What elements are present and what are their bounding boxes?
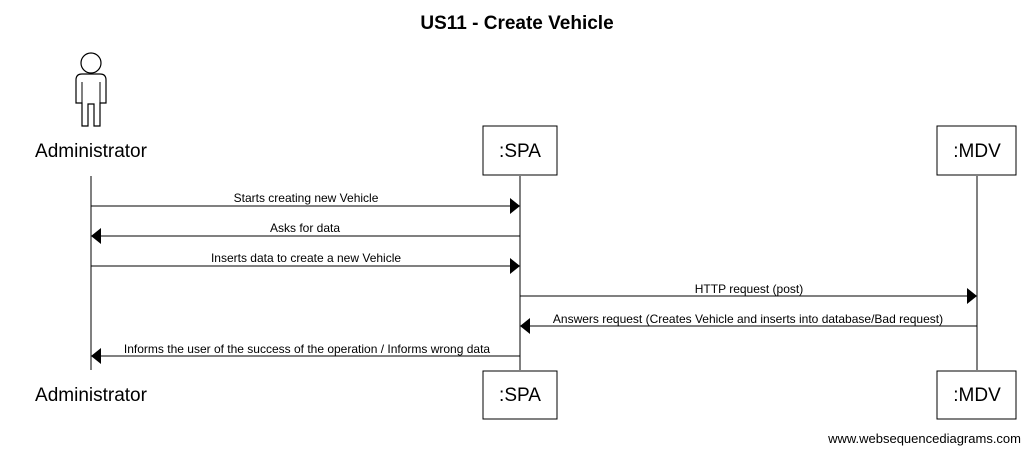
message-inserts-data: Inserts data to create a new Vehicle bbox=[91, 251, 520, 274]
message-label: Starts creating new Vehicle bbox=[234, 191, 379, 205]
participant-mdv-bottom-label: :MDV bbox=[953, 385, 1001, 406]
participant-mdv-top-label: :MDV bbox=[953, 141, 1001, 162]
watermark-text: www.websequencediagrams.com bbox=[827, 431, 1021, 446]
participant-administrator-top: Administrator bbox=[35, 141, 148, 162]
participant-spa-bottom-label: :SPA bbox=[499, 385, 541, 406]
arrow-head-left-icon bbox=[91, 228, 101, 244]
message-informs-user: Informs the user of the success of the o… bbox=[91, 342, 520, 364]
participant-spa-top: :SPA bbox=[482, 125, 558, 176]
diagram-title: US11 - Create Vehicle bbox=[420, 13, 613, 34]
participant-spa-top-label: :SPA bbox=[499, 141, 541, 162]
message-label: Asks for data bbox=[270, 221, 340, 235]
arrow-head-left-icon bbox=[91, 348, 101, 364]
message-starts-creating: Starts creating new Vehicle bbox=[91, 191, 520, 214]
participant-mdv-top: :MDV bbox=[936, 125, 1017, 176]
administrator-actor-icon bbox=[75, 52, 107, 127]
arrow-head-right-icon bbox=[510, 198, 520, 214]
message-answers-request: Answers request (Creates Vehicle and ins… bbox=[520, 312, 977, 334]
message-label: Answers request (Creates Vehicle and ins… bbox=[553, 312, 943, 326]
arrow-head-left-icon bbox=[520, 318, 530, 334]
arrow-head-right-icon bbox=[510, 258, 520, 274]
participant-spa-bottom: :SPA bbox=[482, 370, 558, 420]
participant-mdv-bottom: :MDV bbox=[936, 370, 1017, 420]
message-label: Informs the user of the success of the o… bbox=[124, 342, 491, 356]
message-asks-for-data: Asks for data bbox=[91, 221, 520, 244]
message-label: HTTP request (post) bbox=[695, 282, 803, 296]
arrow-head-right-icon bbox=[967, 288, 977, 304]
message-http-request: HTTP request (post) bbox=[520, 282, 977, 304]
participant-administrator-bottom: Administrator bbox=[35, 385, 148, 406]
message-label: Inserts data to create a new Vehicle bbox=[211, 251, 401, 265]
